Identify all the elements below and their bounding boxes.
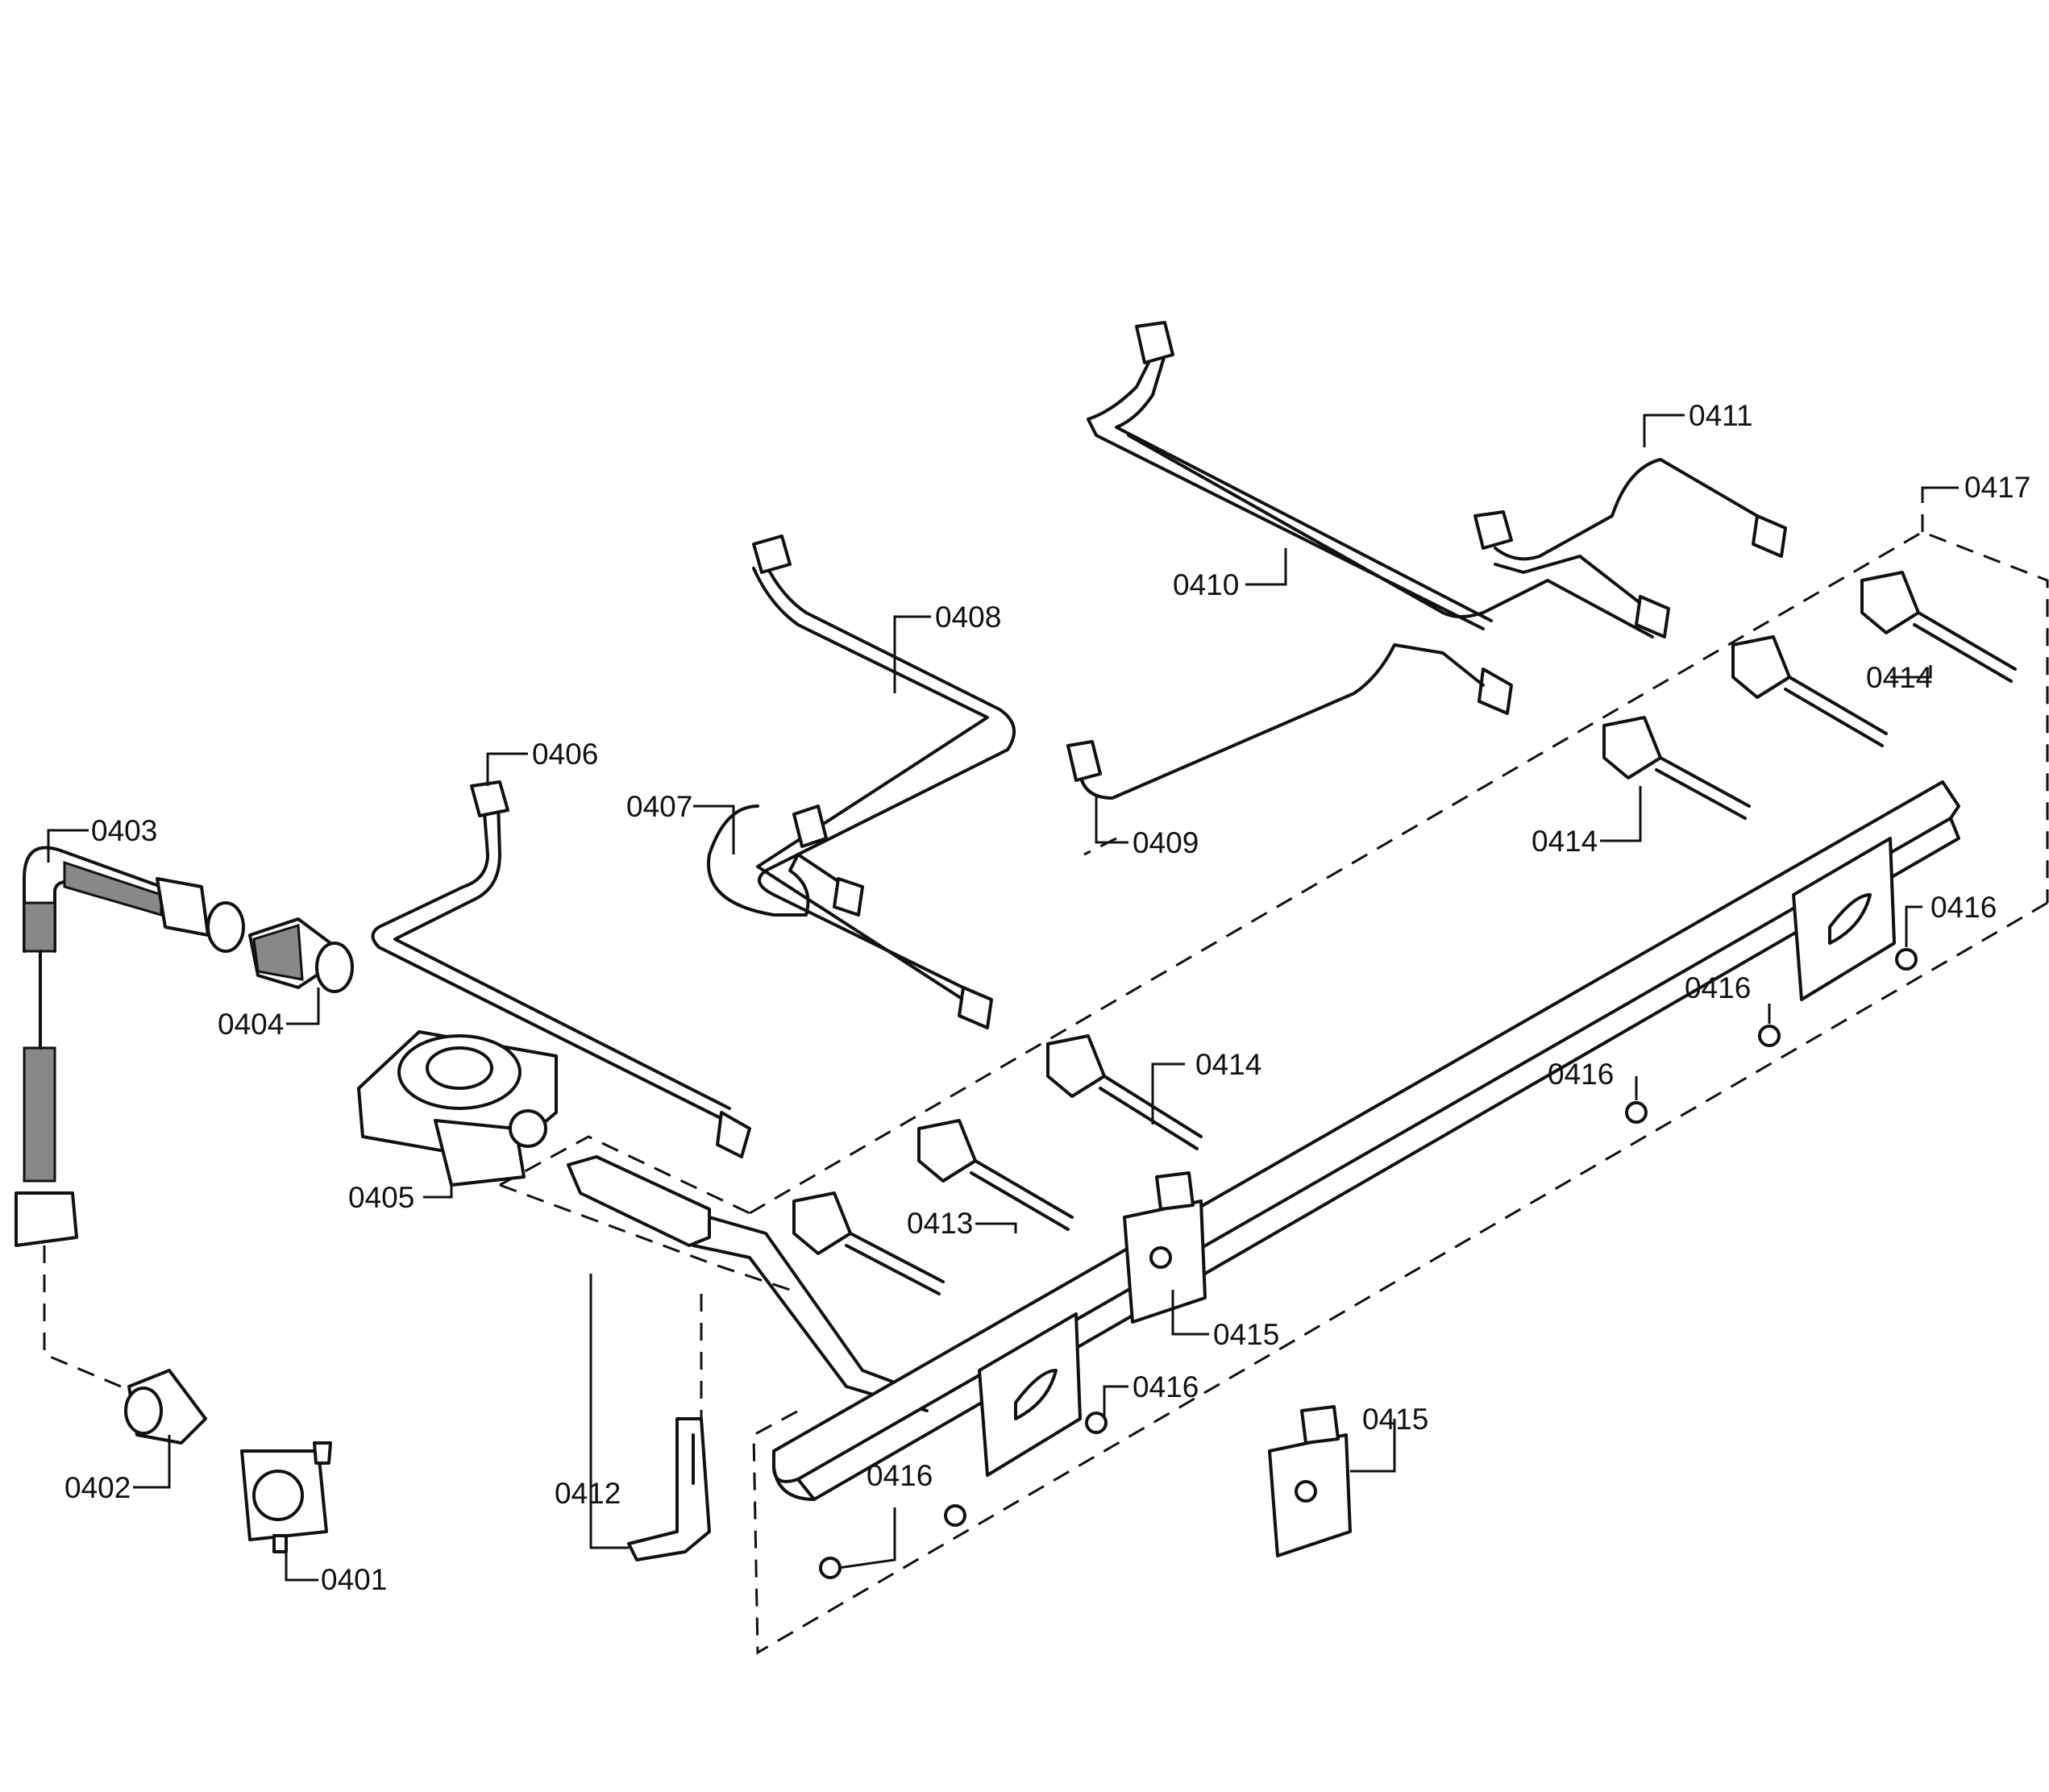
- label-0410: 0410: [1173, 568, 1239, 601]
- label-0416-b: 0416: [867, 1459, 933, 1492]
- label-0401: 0401: [321, 1563, 387, 1596]
- label-0416-e: 0416: [1931, 891, 1997, 924]
- valve-0401: [240, 1441, 332, 1553]
- leader-lines: [47, 414, 1959, 1582]
- label-0412: 0412: [555, 1477, 621, 1510]
- label-0407: 0407: [626, 790, 692, 823]
- label-0414-a: 0414: [1866, 661, 1932, 694]
- label-0408: 0408: [935, 601, 1001, 634]
- tube-0410: [1087, 321, 1654, 715]
- label-0416-d: 0416: [1548, 1058, 1614, 1091]
- label-0415-b: 0415: [1362, 1403, 1428, 1436]
- tube-0406: [371, 780, 751, 1158]
- label-0414-b: 0414: [1532, 825, 1598, 858]
- tube-0409: [1066, 643, 1485, 800]
- fitting-0404: [248, 917, 354, 993]
- fitting-0402: [124, 1369, 207, 1445]
- regulator-0405: [357, 1030, 558, 1187]
- label-0402: 0402: [64, 1471, 131, 1504]
- tube-0411: [1473, 458, 1787, 638]
- burner-valve-0414-c: [1602, 716, 1751, 820]
- label-0405: 0405: [348, 1181, 414, 1214]
- dashed-group-outlines: [43, 500, 2049, 1655]
- screws-0416: [819, 948, 1918, 1579]
- label-0417: 0417: [1964, 471, 2030, 504]
- flex-hose-0403: [15, 846, 245, 1247]
- control-module-0415-a: [1123, 1171, 1207, 1324]
- label-0413: 0413: [907, 1207, 973, 1240]
- manifold-tube: [567, 1155, 929, 1412]
- label-0415-a: 0415: [1213, 1318, 1279, 1351]
- label-0404: 0404: [218, 1008, 284, 1041]
- label-0416-a: 0416: [1133, 1370, 1199, 1403]
- rail-bracket-right: [1792, 837, 1896, 1001]
- label-0409: 0409: [1133, 826, 1199, 859]
- label-0406: 0406: [532, 738, 598, 771]
- burner-valve-0414-d: [1046, 1034, 1203, 1150]
- part-labels: 0401 0402 0403 0404 0405 0406 0407 0408 …: [64, 399, 2030, 1596]
- label-0411: 0411: [1689, 399, 1753, 432]
- burner-valve-0413-a: [917, 1119, 1074, 1231]
- label-0416-c: 0416: [1685, 971, 1751, 1004]
- tube-0407: [707, 805, 864, 917]
- label-0414-c: 0414: [1195, 1048, 1261, 1081]
- tube-0408: [752, 534, 1016, 1029]
- rail-bracket-left: [978, 1312, 1082, 1477]
- label-0403: 0403: [91, 814, 157, 847]
- burner-valve-0413-b: [792, 1191, 945, 1295]
- bracket-0412: [627, 1417, 711, 1561]
- burner-valve-0414-a: [1860, 571, 2017, 683]
- burner-rail: [772, 780, 1960, 1501]
- control-module-0415-b: [1268, 1405, 1352, 1557]
- burner-valve-0414-b: [1731, 635, 1888, 747]
